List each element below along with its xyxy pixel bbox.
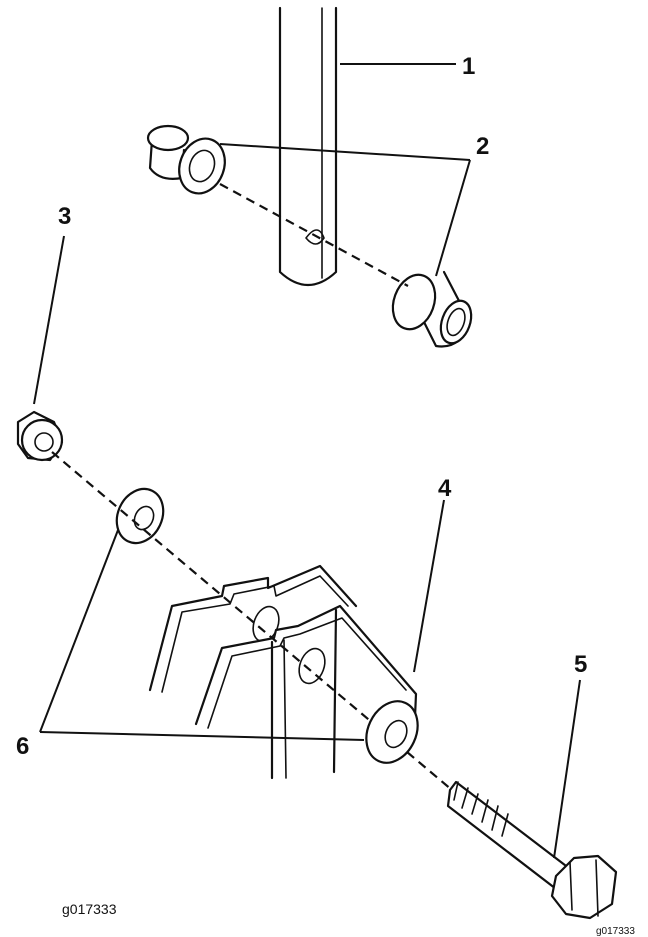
bolt	[446, 780, 618, 920]
callout-6: 6	[16, 733, 29, 760]
bushing-upper	[146, 124, 226, 195]
callout-4: 4	[438, 475, 452, 502]
callout-5: 5	[574, 651, 587, 678]
lock-nut	[16, 410, 64, 462]
tube-part	[278, 6, 338, 286]
axis-line-upper	[219, 183, 409, 287]
callout-2: 2	[476, 133, 489, 160]
bracket	[148, 564, 418, 780]
figure-id-corner: g017333	[596, 926, 635, 937]
callout-3: 3	[58, 203, 71, 230]
leader-lines	[33, 63, 581, 859]
figure-id: g017333	[62, 901, 117, 917]
washer-upper	[115, 487, 165, 545]
callout-1: 1	[462, 53, 475, 80]
washer-lower	[365, 700, 419, 764]
bushing-lower	[391, 270, 473, 348]
